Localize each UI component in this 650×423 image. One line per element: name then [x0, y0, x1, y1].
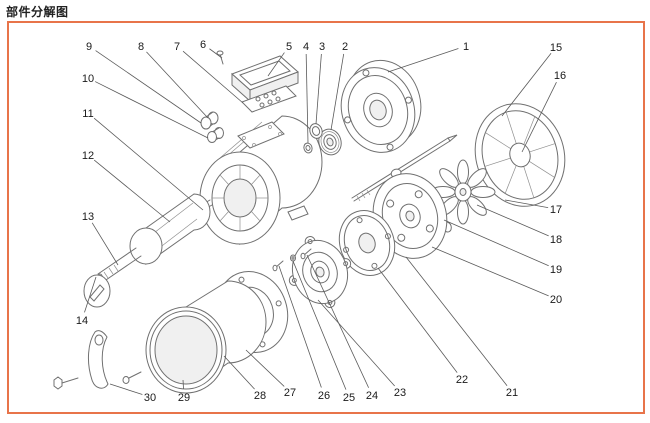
shaft-key-drawing: [83, 274, 111, 308]
shaft-rod-drawing: [351, 134, 458, 202]
part-number-22: 22: [456, 374, 468, 386]
part-number-23: 23: [394, 387, 406, 399]
leader-line-26: [278, 265, 322, 388]
leader-line-13: [91, 222, 119, 266]
part-number-3: 3: [319, 41, 325, 53]
part-number-21: 21: [506, 387, 518, 399]
part-number-30: 30: [144, 392, 156, 404]
main-flange-drawing: [340, 59, 422, 153]
part-number-13: 13: [82, 211, 94, 223]
leader-line-30: [109, 383, 143, 395]
part-number-7: 7: [174, 41, 180, 53]
part-number-12: 12: [82, 150, 94, 162]
rotor-shaft-drawing: [97, 193, 213, 283]
part-number-14: 14: [76, 315, 88, 327]
part-number-8: 8: [138, 41, 144, 53]
leader-line-17: [504, 199, 549, 209]
leader-line-5: [267, 52, 285, 77]
cable-gland-drawing: [200, 111, 224, 143]
leader-line-4: [305, 53, 309, 144]
leader-line-20: [431, 246, 549, 297]
leader-line-28: [223, 355, 255, 390]
part-number-20: 20: [550, 294, 562, 306]
terminal-box-cover-drawing: [216, 50, 299, 103]
bearing-drawing: [318, 128, 342, 156]
leader-line-18: [476, 204, 549, 237]
leader-line-22: [377, 267, 458, 373]
page-title: 部件分解图: [6, 5, 69, 19]
gasket-disc-drawing: [338, 210, 396, 276]
retaining-ring-drawing: [309, 123, 323, 139]
leader-line-21: [405, 256, 508, 386]
part-number-6: 6: [200, 39, 206, 51]
part-number-15: 15: [550, 42, 562, 54]
part-number-19: 19: [550, 264, 562, 276]
part-number-16: 16: [554, 70, 566, 82]
leader-line-15: [501, 53, 552, 117]
part-number-11: 11: [82, 108, 93, 120]
part-number-9: 9: [86, 41, 92, 53]
leader-line-19: [443, 219, 549, 267]
terminal-plate-drawing: [241, 85, 297, 113]
part-number-1: 1: [463, 41, 469, 53]
part-number-28: 28: [254, 390, 266, 402]
part-number-24: 24: [366, 390, 378, 402]
part-number-5: 5: [286, 41, 292, 53]
shell-drum-drawing: [145, 280, 267, 394]
leader-line-8: [146, 51, 209, 119]
leader-line-27: [245, 349, 285, 387]
leader-line-7: [182, 50, 244, 104]
diagram-border: [7, 21, 645, 414]
leader-line-11: [93, 117, 204, 211]
flange-bracket-drawing: [288, 236, 352, 308]
part-number-18: 18: [550, 234, 562, 246]
part-number-4: 4: [303, 41, 309, 53]
part-number-17: 17: [550, 204, 562, 216]
part-number-26: 26: [318, 390, 330, 402]
leader-line-10: [94, 81, 209, 139]
fan-cover-drawing: [474, 103, 566, 207]
leader-line-29: [182, 379, 184, 390]
part-number-2: 2: [342, 41, 348, 53]
leader-line-1: [387, 48, 459, 73]
part-number-27: 27: [284, 387, 296, 399]
washer-drawing: [303, 142, 313, 154]
leader-line-3: [315, 53, 322, 125]
part-number-10: 10: [82, 73, 94, 85]
leader-line-14: [84, 276, 97, 313]
part-labels-layer: 1234567891011121314151617181920212223242…: [76, 39, 566, 404]
leader-line-9: [95, 50, 202, 124]
part-number-25: 25: [343, 392, 355, 404]
part-number-29: 29: [178, 392, 190, 404]
leader-line-2: [330, 53, 345, 131]
leader-line-24: [306, 254, 369, 388]
stator-body-drawing: [199, 115, 323, 246]
leader-line-16: [521, 81, 557, 153]
leader-line-6: [209, 48, 223, 59]
foot-bracket-drawing: [53, 330, 142, 390]
leader-line-25: [292, 260, 347, 390]
leader-line-12: [93, 159, 171, 223]
leader-line-23: [317, 299, 395, 387]
